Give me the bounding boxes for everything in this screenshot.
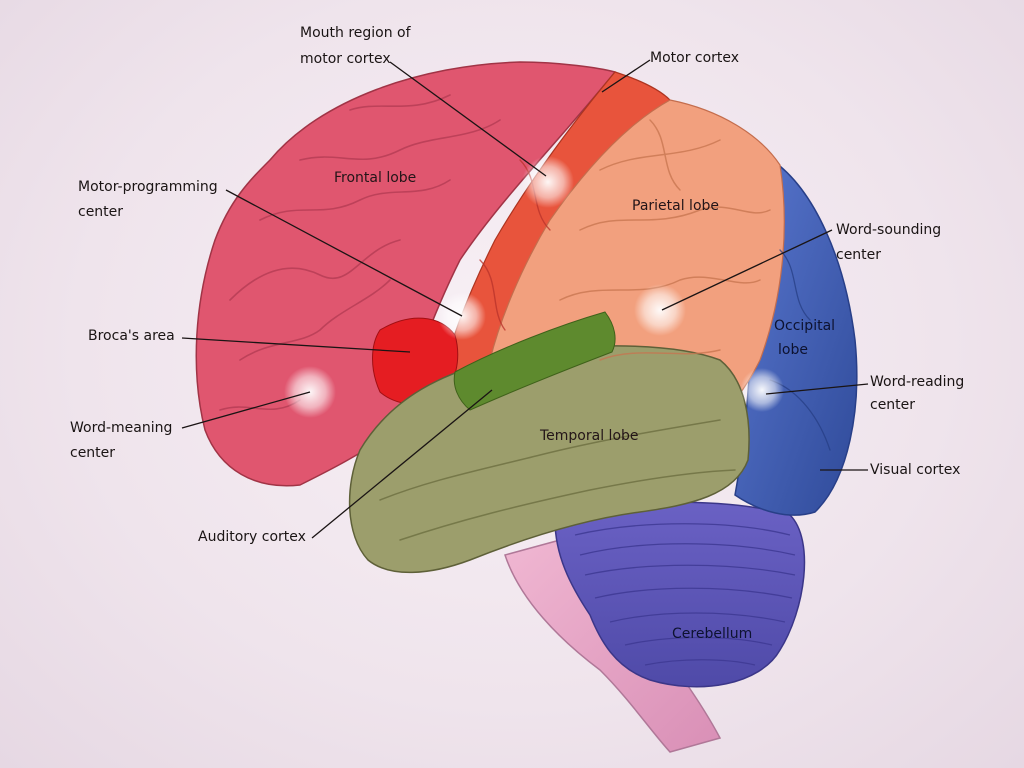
word-sounding-spot (634, 284, 686, 336)
auditory-cortex-shape (453, 311, 616, 411)
word-meaning-label-line2: center (70, 445, 116, 461)
frontal-lobe-label: Frontal lobe (334, 170, 417, 186)
mouth-motor-label-line1: Mouth region of (300, 25, 411, 41)
word-sounding-label-line1: Word-sounding (836, 222, 942, 238)
motor-programming-label-line2: center (78, 204, 124, 220)
visual-cortex-label: Visual cortex (870, 462, 961, 478)
motor-cortex-label: Motor cortex (650, 50, 740, 66)
brocas-area-label: Broca's area (88, 328, 175, 344)
word-sounding-label-line2: center (836, 247, 882, 263)
leader-word-meaning (181, 391, 311, 429)
word-meaning-label-line1: Word-meaning (70, 420, 173, 436)
word-reading-label-line2: center (870, 397, 916, 413)
occipital-lobe-label-line2: lobe (778, 342, 808, 358)
motor-programming-label-line1: Motor-programming (78, 179, 218, 195)
leader-motor-programming (225, 189, 463, 317)
word-reading-label-line1: Word-reading (870, 374, 965, 390)
leader-word-reading (765, 383, 869, 395)
leader-auditory-cortex (311, 389, 493, 539)
mouth-motor-label-line2: motor cortex (300, 51, 391, 67)
cerebellum-folds (574, 523, 796, 666)
parietal-lobe-label: Parietal lobe (632, 198, 720, 214)
leader-brocas-area (181, 337, 411, 353)
leader-mouth-motor (389, 61, 547, 177)
word-reading-spot (740, 368, 784, 412)
leader-word-sounding (661, 229, 833, 311)
temporal-lobe-label: Temporal lobe (540, 428, 639, 444)
cortex-folds (219, 94, 831, 541)
mouth-motor-spot (522, 156, 574, 208)
auditory-cortex-label: Auditory cortex (198, 529, 306, 545)
leader-motor-cortex (601, 59, 651, 93)
occipital-lobe-label-line1: Occipital (774, 318, 836, 334)
leader-lines (181, 59, 869, 539)
cerebellum-label: Cerebellum (672, 626, 753, 642)
